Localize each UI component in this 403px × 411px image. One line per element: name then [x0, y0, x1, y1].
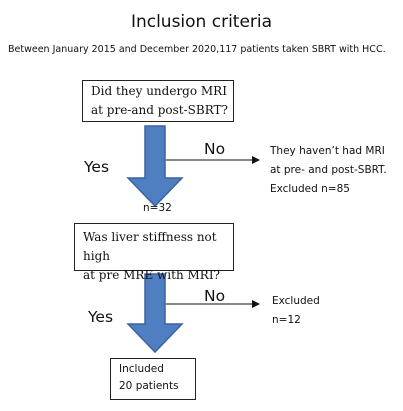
down-arrow-2: [126, 273, 184, 354]
included-line1: Included: [119, 363, 164, 375]
excluded-box-2: Excluded n=12: [272, 292, 320, 330]
count-after-step1: n=32: [143, 202, 172, 214]
side-arrow-1-head: [252, 156, 260, 164]
diagram-subtitle: Between January 2015 and December 2020,1…: [8, 44, 386, 55]
excluded-1-line3: Excluded n=85: [270, 183, 350, 195]
excluded-2-line1: Excluded: [272, 295, 320, 307]
down-arrow-1: [126, 125, 184, 208]
no-label-2: No: [204, 287, 226, 305]
yes-label-2: Yes: [88, 308, 114, 326]
excluded-2-line2: n=12: [272, 314, 301, 326]
question-box-mri: Did they undergo MRI at pre-and post-SBR…: [82, 80, 234, 122]
question-mri-line2: at pre-and post-SBRT?: [91, 103, 228, 117]
excluded-1-line1: They haven’t had MRI: [270, 145, 385, 157]
excluded-box-1: They haven’t had MRI at pre- and post-SB…: [270, 142, 387, 199]
yes-label-1: Yes: [84, 158, 110, 176]
question-mri-line1: Did they undergo MRI: [91, 84, 227, 98]
included-line2: 20 patients: [119, 380, 179, 392]
diagram-title: Inclusion criteria: [130, 12, 273, 32]
question-stiffness-line1: Was liver stiffness not high: [83, 230, 217, 263]
side-arrow-2-head: [252, 300, 260, 308]
excluded-1-line2: at pre- and post-SBRT.: [270, 164, 387, 176]
question-box-stiffness: Was liver stiffness not high at pre MRE …: [74, 223, 234, 282]
question-stiffness-line2: at pre MRE with MRI?: [83, 268, 220, 282]
included-box: Included 20 patients: [110, 358, 196, 400]
no-label-1: No: [204, 140, 226, 158]
